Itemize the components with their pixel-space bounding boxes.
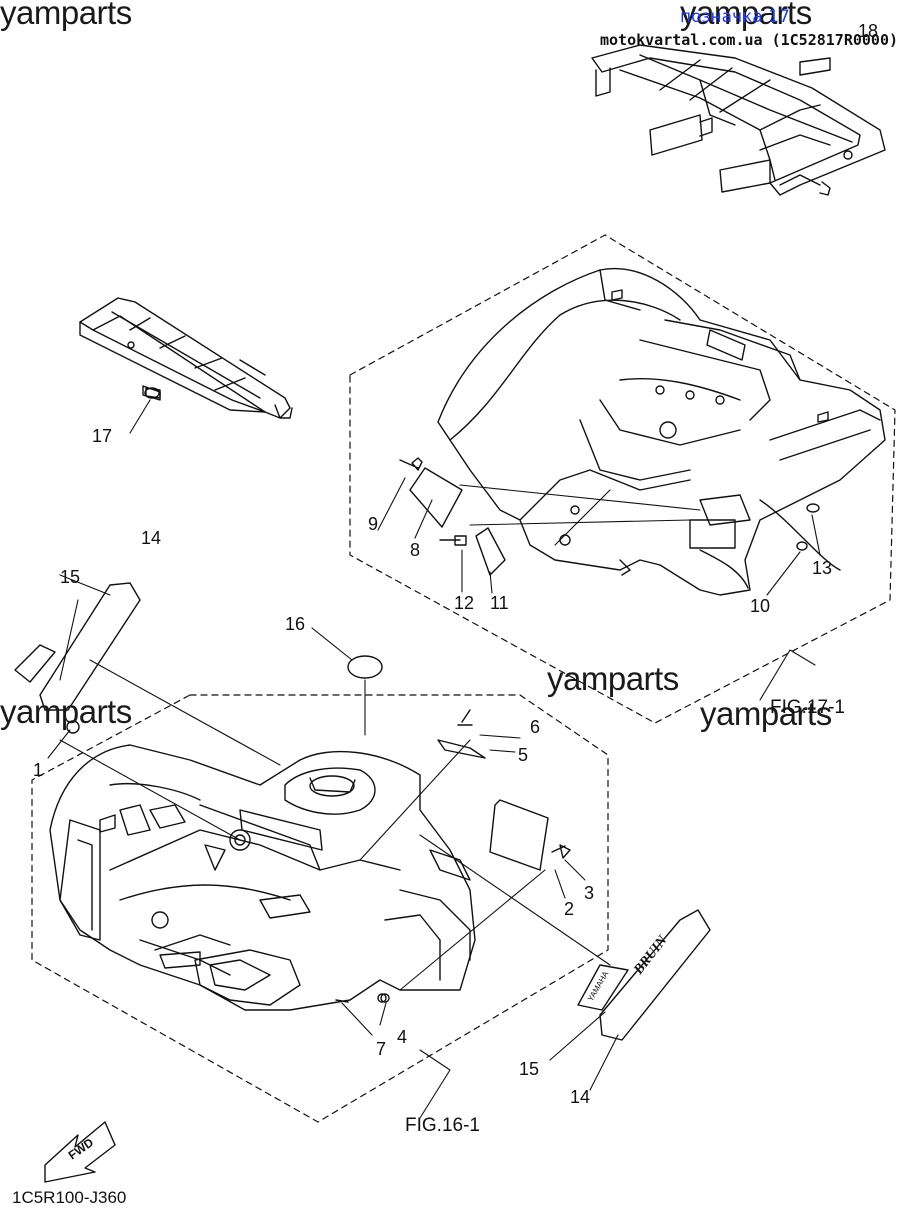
front-fender-drawing (49, 744, 476, 1011)
callout-14: 14 (141, 528, 162, 548)
callout-4: 4 (397, 1027, 408, 1047)
figure-label-17-1: FIG.17-1 (770, 697, 845, 718)
callout-18: 18 (858, 21, 879, 41)
callout-13: 13 (812, 558, 833, 578)
front-rack-drawing (79, 297, 293, 419)
callout-9: 9 (368, 514, 379, 534)
decal-brand-text: YAMAHA (586, 969, 611, 1003)
watermark: yamparts (0, 693, 132, 730)
callout-10: 10 (750, 596, 771, 616)
decal-drawings (14, 387, 820, 1041)
callout-16: 16 (285, 614, 306, 634)
leader-lines (47, 399, 821, 1119)
callout-1: 1 (33, 760, 44, 780)
callout-11: 11 (490, 593, 509, 613)
callout-14: 14 (570, 1087, 591, 1107)
figure-label-16-1: FIG.16-1 (405, 1115, 480, 1136)
callout-3: 3 (584, 883, 595, 903)
decal-model-text: BRUIN (631, 933, 671, 979)
part-marker-link[interactable]: позначка 17 (680, 7, 790, 27)
group-boundaries (31, 234, 896, 1123)
fwd-arrow (44, 1121, 116, 1183)
callout-7: 7 (376, 1039, 387, 1059)
callout-15: 15 (60, 567, 81, 587)
callout-6: 6 (530, 717, 541, 737)
fwd-label: FWD (66, 1135, 97, 1162)
rear-fender-drawing (437, 268, 886, 596)
drawing-code: 1C5R100-J360 (12, 1188, 127, 1207)
callout-5: 5 (518, 745, 529, 765)
callout-12: 12 (454, 593, 475, 613)
callout-2: 2 (564, 899, 575, 919)
callout-17: 17 (92, 426, 113, 446)
callout-15: 15 (519, 1059, 540, 1079)
callout-8: 8 (410, 540, 421, 560)
watermark: yamparts (0, 0, 132, 31)
fastener-drawings (335, 457, 571, 1003)
watermark: yamparts (700, 695, 832, 732)
rear-rack-drawing (591, 44, 886, 196)
site-caption: motokvartal.com.ua (1C52817R0000) (600, 31, 899, 49)
watermark: yamparts (547, 660, 679, 697)
watermark: yamparts (680, 0, 812, 31)
